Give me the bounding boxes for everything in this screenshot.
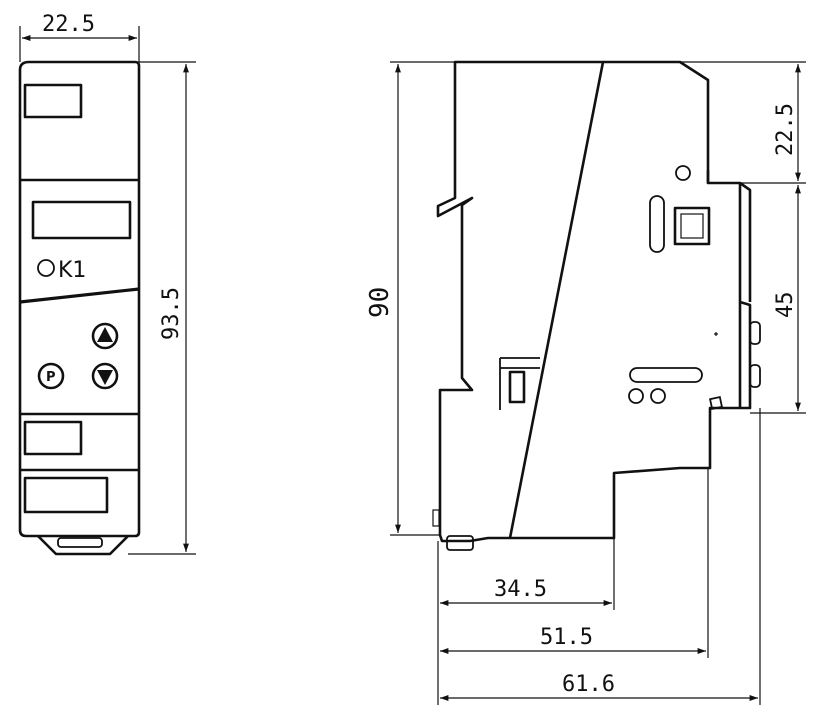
front-sloped-divider [19, 287, 140, 304]
side-pin-upper [749, 321, 761, 345]
program-button[interactable]: P [37, 362, 65, 390]
program-button-label: P [46, 370, 56, 385]
display-window [31, 200, 132, 240]
front-height-dimension: 93.5 [159, 287, 184, 340]
side-small-clip [709, 396, 723, 410]
side-screw-hole-top [675, 165, 691, 181]
front-width-dimension: 22.5 [42, 12, 95, 37]
side-terminal-window [673, 206, 711, 246]
side-slot-horizontal [629, 367, 703, 383]
front-view: K1 P 22.5 93.5 [18, 12, 196, 556]
side-screw-hole-left [628, 388, 644, 404]
side-screw-hole-right [650, 388, 666, 404]
k1-label: K1 [58, 258, 86, 283]
front-bottom-label-window [23, 420, 83, 456]
depth-dimension-1: 34.5 [494, 577, 547, 602]
down-button[interactable] [91, 362, 119, 390]
side-terminal-block [738, 181, 752, 408]
front-top-label-window [23, 83, 83, 119]
side-middle-dimension: 45 [773, 292, 798, 319]
side-diagonal-split [508, 61, 605, 539]
depth-dimension-3: 61.6 [562, 672, 615, 697]
k1-led [37, 259, 55, 277]
up-arrow-icon [97, 327, 113, 342]
side-latch [508, 370, 526, 404]
side-slot-vertical [649, 195, 665, 253]
side-bottom-clip [446, 535, 474, 551]
front-housing [18, 60, 141, 538]
side-view: 90 22.5 45 34.5 51.5 61.6 [365, 60, 806, 705]
front-terminal-window [23, 476, 109, 514]
side-pin-lower [749, 364, 761, 388]
up-button[interactable] [91, 322, 119, 350]
din-clip-slot [57, 537, 103, 548]
down-arrow-icon [97, 370, 113, 385]
side-height-dimension: 90 [365, 287, 395, 318]
din-clip [37, 535, 129, 556]
side-housing [436, 60, 752, 543]
depth-dimension-2: 51.5 [540, 625, 593, 650]
side-top-dimension: 22.5 [773, 103, 798, 156]
